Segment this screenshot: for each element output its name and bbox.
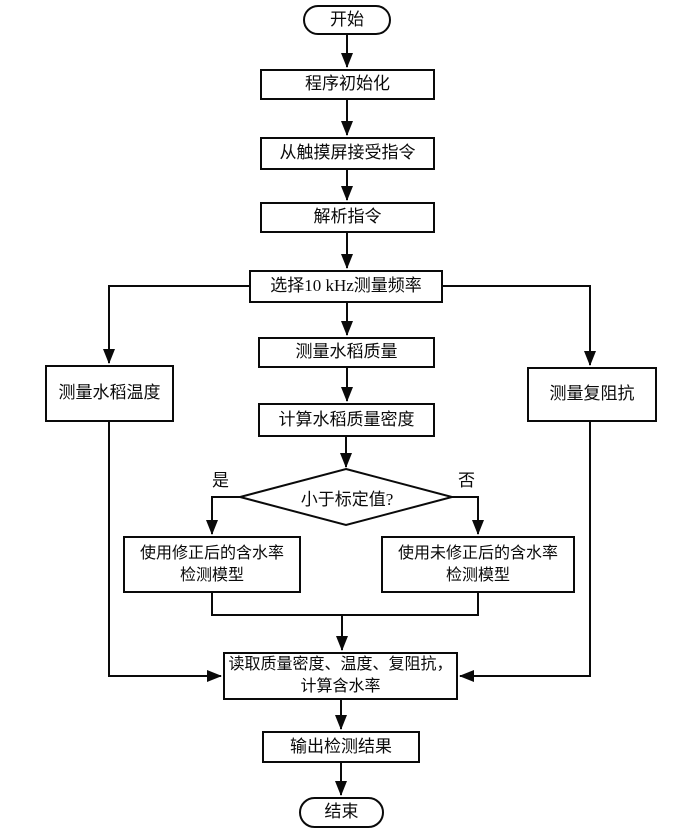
process-init: 程序初始化 [260,69,435,100]
process-measure-temperature-label: 测量水稻温度 [58,383,161,403]
terminator-end: 结束 [299,797,384,828]
process-read-and-calc-line2: 计算含水率 [300,678,381,695]
decision-diamond-shape [236,467,456,527]
terminator-start-label: 开始 [330,9,364,29]
terminator-end-label: 结束 [324,802,359,822]
branch-label-no-text: 否 [458,471,475,490]
process-model-uncorrected-line1: 使用未修正后的含水率 [397,544,558,562]
process-measure-mass-label: 测量水稻质量 [295,342,398,362]
branch-label-yes: 是 [212,472,229,489]
arrow-freq-to-impedance [443,285,596,366]
process-receive-command: 从触摸屏接受指令 [260,137,435,170]
process-output-result-label: 输出检测结果 [290,736,392,756]
decision-less-than-calibration: 小于标定值? [262,483,432,511]
arrow-decision-no [452,496,484,535]
process-init-label: 程序初始化 [305,74,390,94]
process-select-frequency-label: 选择10 kHz测量频率 [270,276,422,296]
process-model-corrected-line2: 检测模型 [179,566,244,584]
arrow-decision-yes [206,496,240,535]
merge-connector [211,593,479,616]
process-parse-command-label: 解析指令 [313,207,382,227]
arrow-impedance-to-read [459,422,591,682]
process-model-uncorrected: 使用未修正后的含水率 检测模型 [381,536,575,593]
process-measure-mass: 测量水稻质量 [258,337,435,368]
process-model-corrected: 使用修正后的含水率 检测模型 [123,536,301,593]
process-receive-command-label: 从触摸屏接受指令 [279,143,416,163]
process-parse-command: 解析指令 [260,202,435,233]
decision-less-than-calibration-label: 小于标定值? [300,489,394,509]
arrow-freq-to-temp [103,285,249,364]
branch-label-yes-text: 是 [212,471,229,490]
branch-label-no: 否 [458,472,475,489]
process-calc-density: 计算水稻质量密度 [258,403,435,437]
process-calc-density-label: 计算水稻质量密度 [278,409,415,429]
arrow-temp-to-read [108,422,222,682]
process-measure-impedance-label: 测量复阻抗 [549,384,635,404]
process-select-frequency: 选择10 kHz测量频率 [249,270,443,303]
process-measure-impedance: 测量复阻抗 [527,367,657,422]
process-read-and-calc-line1: 读取质量密度、温度、复阻抗， [228,656,453,674]
process-model-uncorrected-line2: 检测模型 [445,566,510,584]
process-model-corrected-line1: 使用修正后的含水率 [139,544,284,562]
process-read-and-calc: 读取质量密度、温度、复阻抗， 计算含水率 [223,652,458,700]
terminator-start: 开始 [303,5,391,35]
process-output-result: 输出检测结果 [262,731,420,763]
process-measure-temperature: 测量水稻温度 [45,365,174,422]
